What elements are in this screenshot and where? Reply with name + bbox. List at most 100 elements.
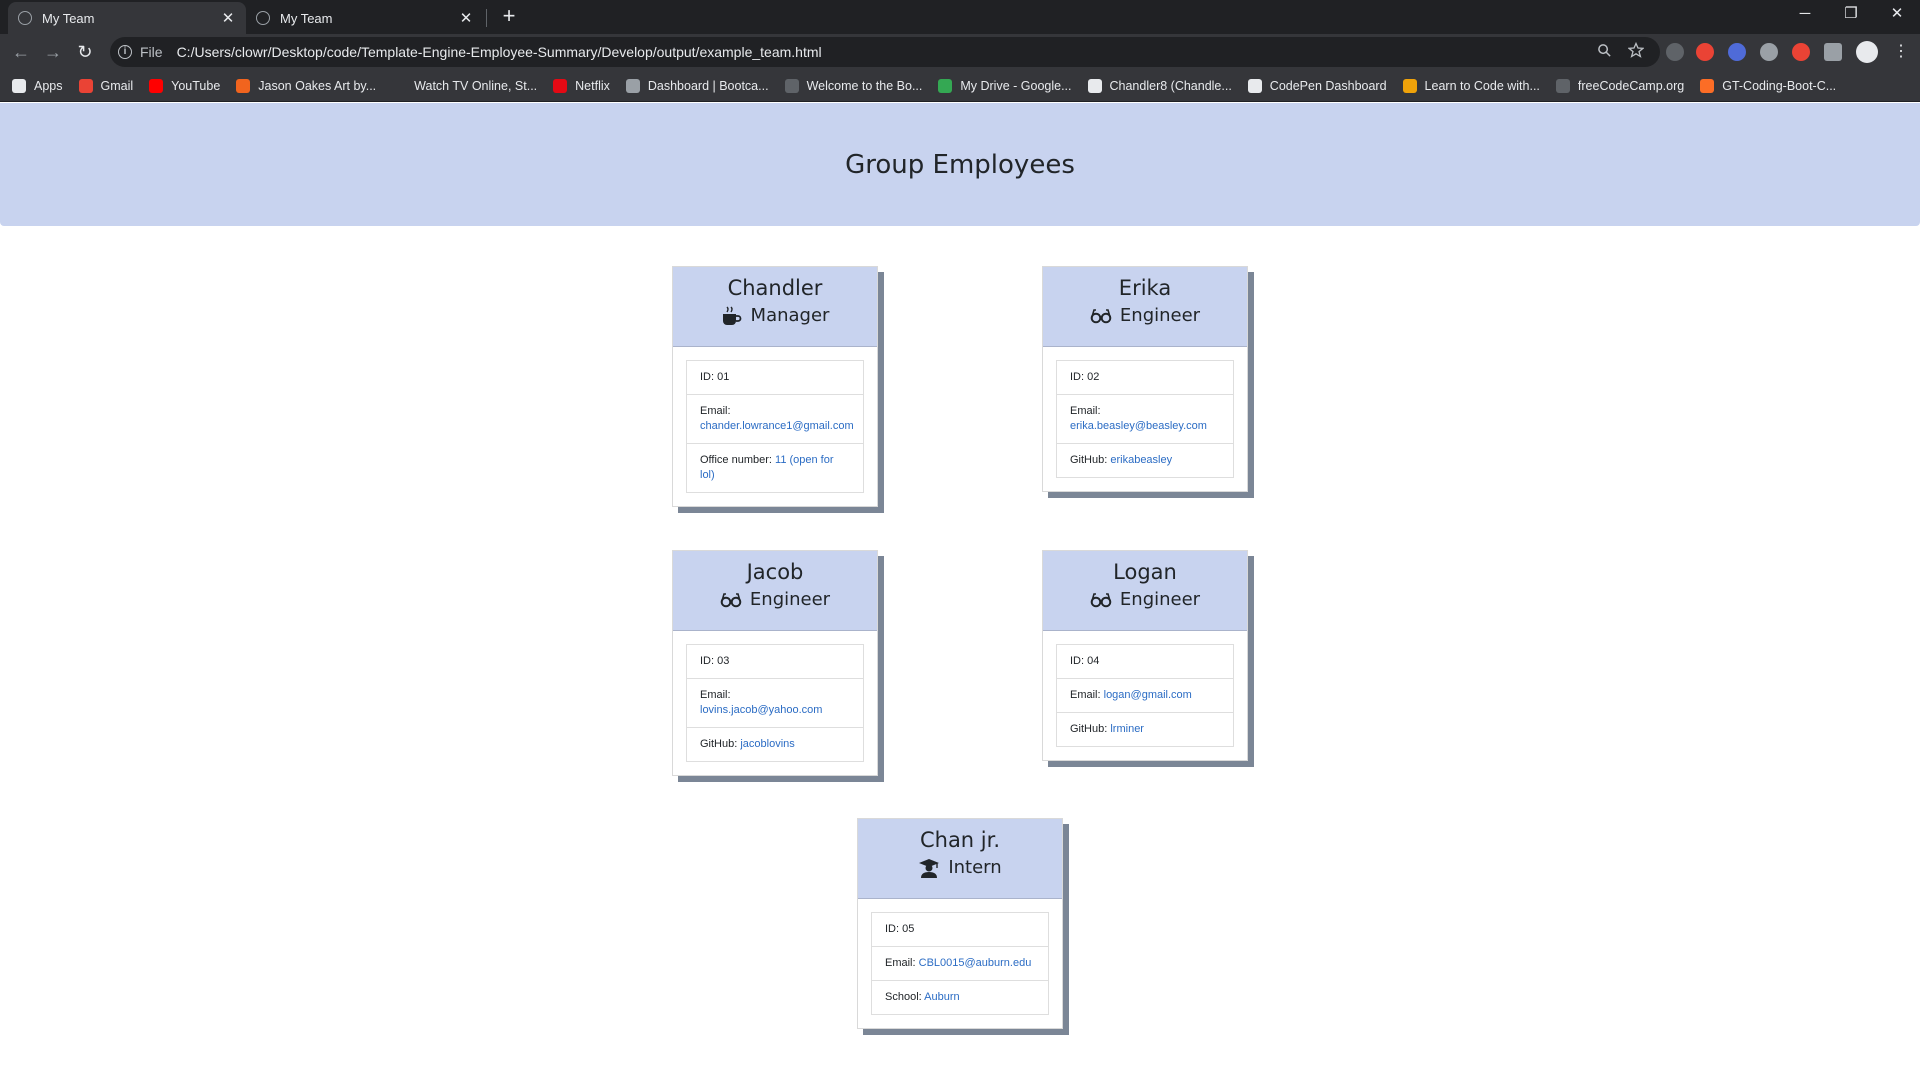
page-title: Group Employees — [845, 149, 1075, 180]
bookmark-item[interactable]: GT-Coding-Boot-C... — [1700, 78, 1836, 93]
glasses-icon — [720, 590, 750, 610]
extension-icon[interactable] — [1666, 43, 1684, 61]
extra-link[interactable]: lrminer — [1110, 723, 1144, 735]
extra-link[interactable]: jacoblovins — [740, 738, 795, 750]
extra-link[interactable]: Auburn — [924, 991, 960, 1003]
youtube-icon — [149, 78, 164, 93]
extension-icon[interactable] — [1728, 43, 1746, 61]
bookmark-label: Apps — [34, 78, 63, 93]
bookmark-item[interactable]: Apps — [12, 78, 63, 93]
bookmark-item[interactable]: Netflix — [553, 78, 610, 93]
code-icon — [1402, 78, 1417, 93]
page-icon — [784, 78, 799, 93]
tab-divider — [486, 9, 487, 27]
coffee-cup-icon — [721, 306, 751, 326]
tab-title: My Team — [280, 10, 333, 26]
employee-id: ID: 05 — [872, 913, 1048, 947]
bookmark-item[interactable]: Learn to Code with... — [1402, 78, 1540, 93]
employee-email-row: Email: CBL0015@auburn.edu — [872, 947, 1048, 981]
employee-name: Chan jr. — [919, 828, 1001, 852]
bookmark-item[interactable]: Dashboard | Bootca... — [625, 78, 769, 93]
extension-icon[interactable] — [1696, 43, 1714, 61]
extension-icon[interactable] — [1760, 43, 1778, 61]
apps-grid-icon — [12, 78, 26, 93]
employee-name: Erika — [1118, 276, 1172, 300]
profile-avatar[interactable] — [1856, 41, 1878, 63]
tab-close-icon[interactable]: ✕ — [459, 10, 473, 27]
email-link[interactable]: chander.lowrance1@gmail.com — [700, 420, 854, 432]
employee-email-row: Email: chander.lowrance1@gmail.com — [687, 395, 863, 444]
bookmark-item[interactable]: Welcome to the Bo... — [784, 78, 922, 93]
employee-role: Manager — [673, 305, 877, 326]
extension-icon[interactable] — [1792, 43, 1810, 61]
bookmark-item[interactable]: Chandler8 (Chandle... — [1087, 78, 1232, 93]
site-info-icon[interactable]: i — [118, 45, 132, 59]
employee-extra-row: Office number: 11 (open for lol) — [687, 444, 863, 492]
puzzle-icon[interactable] — [1824, 43, 1842, 61]
bookmark-item[interactable]: CodePen Dashboard — [1247, 78, 1387, 93]
bookmark-item[interactable]: Gmail — [78, 78, 133, 93]
bookmark-label: freeCodeCamp.org — [1577, 78, 1685, 93]
employee-role: Engineer — [1043, 305, 1247, 326]
bookmark-label: CodePen Dashboard — [1269, 78, 1387, 93]
role-label: Engineer — [1119, 305, 1201, 326]
extra-label: School: — [885, 991, 922, 1003]
bookmark-item[interactable]: YouTube — [149, 78, 220, 93]
gmail-icon — [78, 78, 93, 93]
zoom-icon[interactable] — [1597, 43, 1612, 62]
x-icon — [392, 78, 407, 93]
reload-button[interactable]: ↻ — [77, 42, 93, 62]
url-text[interactable]: C:/Users/clowr/Desktop/code/Template-Eng… — [176, 44, 822, 60]
employee-name: Jacob — [746, 560, 804, 584]
bookmark-label: Learn to Code with... — [1424, 78, 1540, 93]
restore-button[interactable]: ❐ — [1844, 5, 1858, 22]
email-link[interactable]: CBL0015@auburn.edu — [918, 957, 1032, 969]
tab-title: My Team — [42, 10, 95, 26]
bookmark-item[interactable]: freeCodeCamp.org — [1555, 78, 1685, 93]
minimize-button[interactable]: ─ — [1799, 5, 1811, 22]
role-label: Manager — [750, 305, 830, 326]
bookmark-label: Chandler8 (Chandle... — [1109, 78, 1232, 93]
bookmark-item[interactable]: My Drive - Google... — [938, 78, 1072, 93]
scheme-label: File — [140, 44, 163, 60]
close-window-button[interactable]: ✕ — [1890, 5, 1904, 22]
email-link[interactable]: logan@gmail.com — [1103, 689, 1192, 701]
email-link[interactable]: erika.beasley@beasley.com — [1070, 420, 1207, 432]
bookmarks-bar: Apps Gmail YouTube Jason Oakes Art by... Wat… — [0, 70, 1920, 102]
menu-icon[interactable]: ⋮ — [1893, 43, 1909, 60]
employee-extra-row: GitHub: lrminer — [1057, 713, 1233, 746]
extra-link[interactable]: erikabeasley — [1110, 454, 1173, 466]
email-link[interactable]: lovins.jacob@yahoo.com — [700, 704, 823, 716]
tab-my-team-1[interactable]: My Team ✕ — [8, 2, 246, 34]
employee-email-row: Email: erika.beasley@beasley.com — [1057, 395, 1233, 444]
extra-link[interactable]: 11 (open for lol) — [700, 454, 834, 481]
bookmark-star-icon[interactable] — [1627, 41, 1645, 62]
new-tab-button[interactable]: + — [502, 3, 516, 28]
employee-id: ID: 04 — [1057, 645, 1233, 679]
back-button[interactable]: ← — [12, 42, 30, 62]
forward-button[interactable]: → — [44, 42, 62, 62]
bookmark-label: Watch TV Online, St... — [414, 78, 538, 93]
fcc-icon — [1555, 78, 1570, 93]
employee-id: ID: 01 — [687, 361, 863, 395]
address-bar[interactable]: i File C:/Users/clowr/Desktop/code/Templ… — [110, 37, 1660, 67]
page-header: Group Employees — [0, 103, 1920, 226]
bookmark-item[interactable]: Jason Oakes Art by... — [236, 78, 376, 93]
extra-label: GitHub: — [1070, 723, 1108, 735]
tab-close-icon[interactable]: ✕ — [221, 10, 235, 27]
card-header: Chan jr.Intern — [858, 819, 1062, 899]
gitlab-icon — [1700, 78, 1715, 93]
globe-icon — [18, 11, 32, 25]
bookmark-item[interactable]: Watch TV Online, St... — [392, 78, 538, 93]
role-label: Engineer — [1119, 589, 1201, 610]
tab-my-team-2[interactable]: My Team ✕ — [246, 2, 484, 34]
email-label: Email: — [700, 405, 731, 417]
